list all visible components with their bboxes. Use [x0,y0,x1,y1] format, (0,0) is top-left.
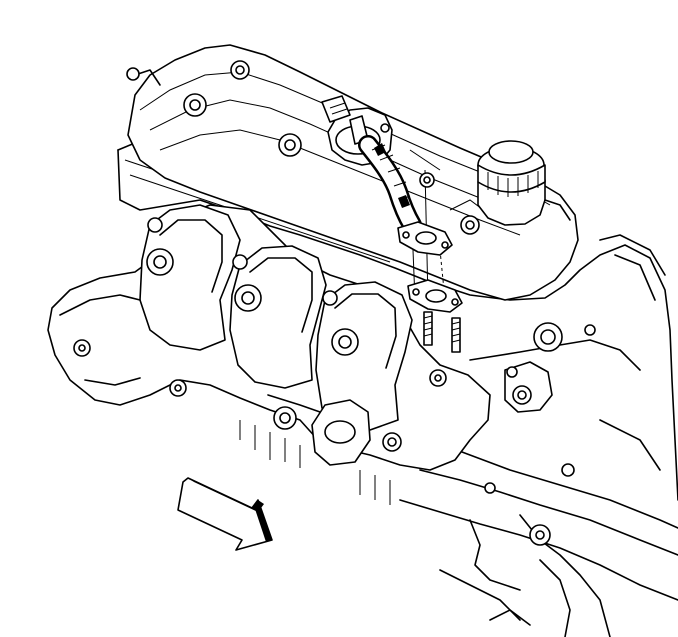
manifold-studs [423,311,461,353]
oil-filler-cap [477,140,571,226]
valve-cover [126,44,579,301]
direction-arrow [177,477,273,551]
engine-block [117,142,678,637]
egr-gasket-lower [407,279,463,313]
exhaust-manifold [47,204,553,471]
egr-pipe [358,135,446,301]
egr-gasket-upper [397,221,453,256]
